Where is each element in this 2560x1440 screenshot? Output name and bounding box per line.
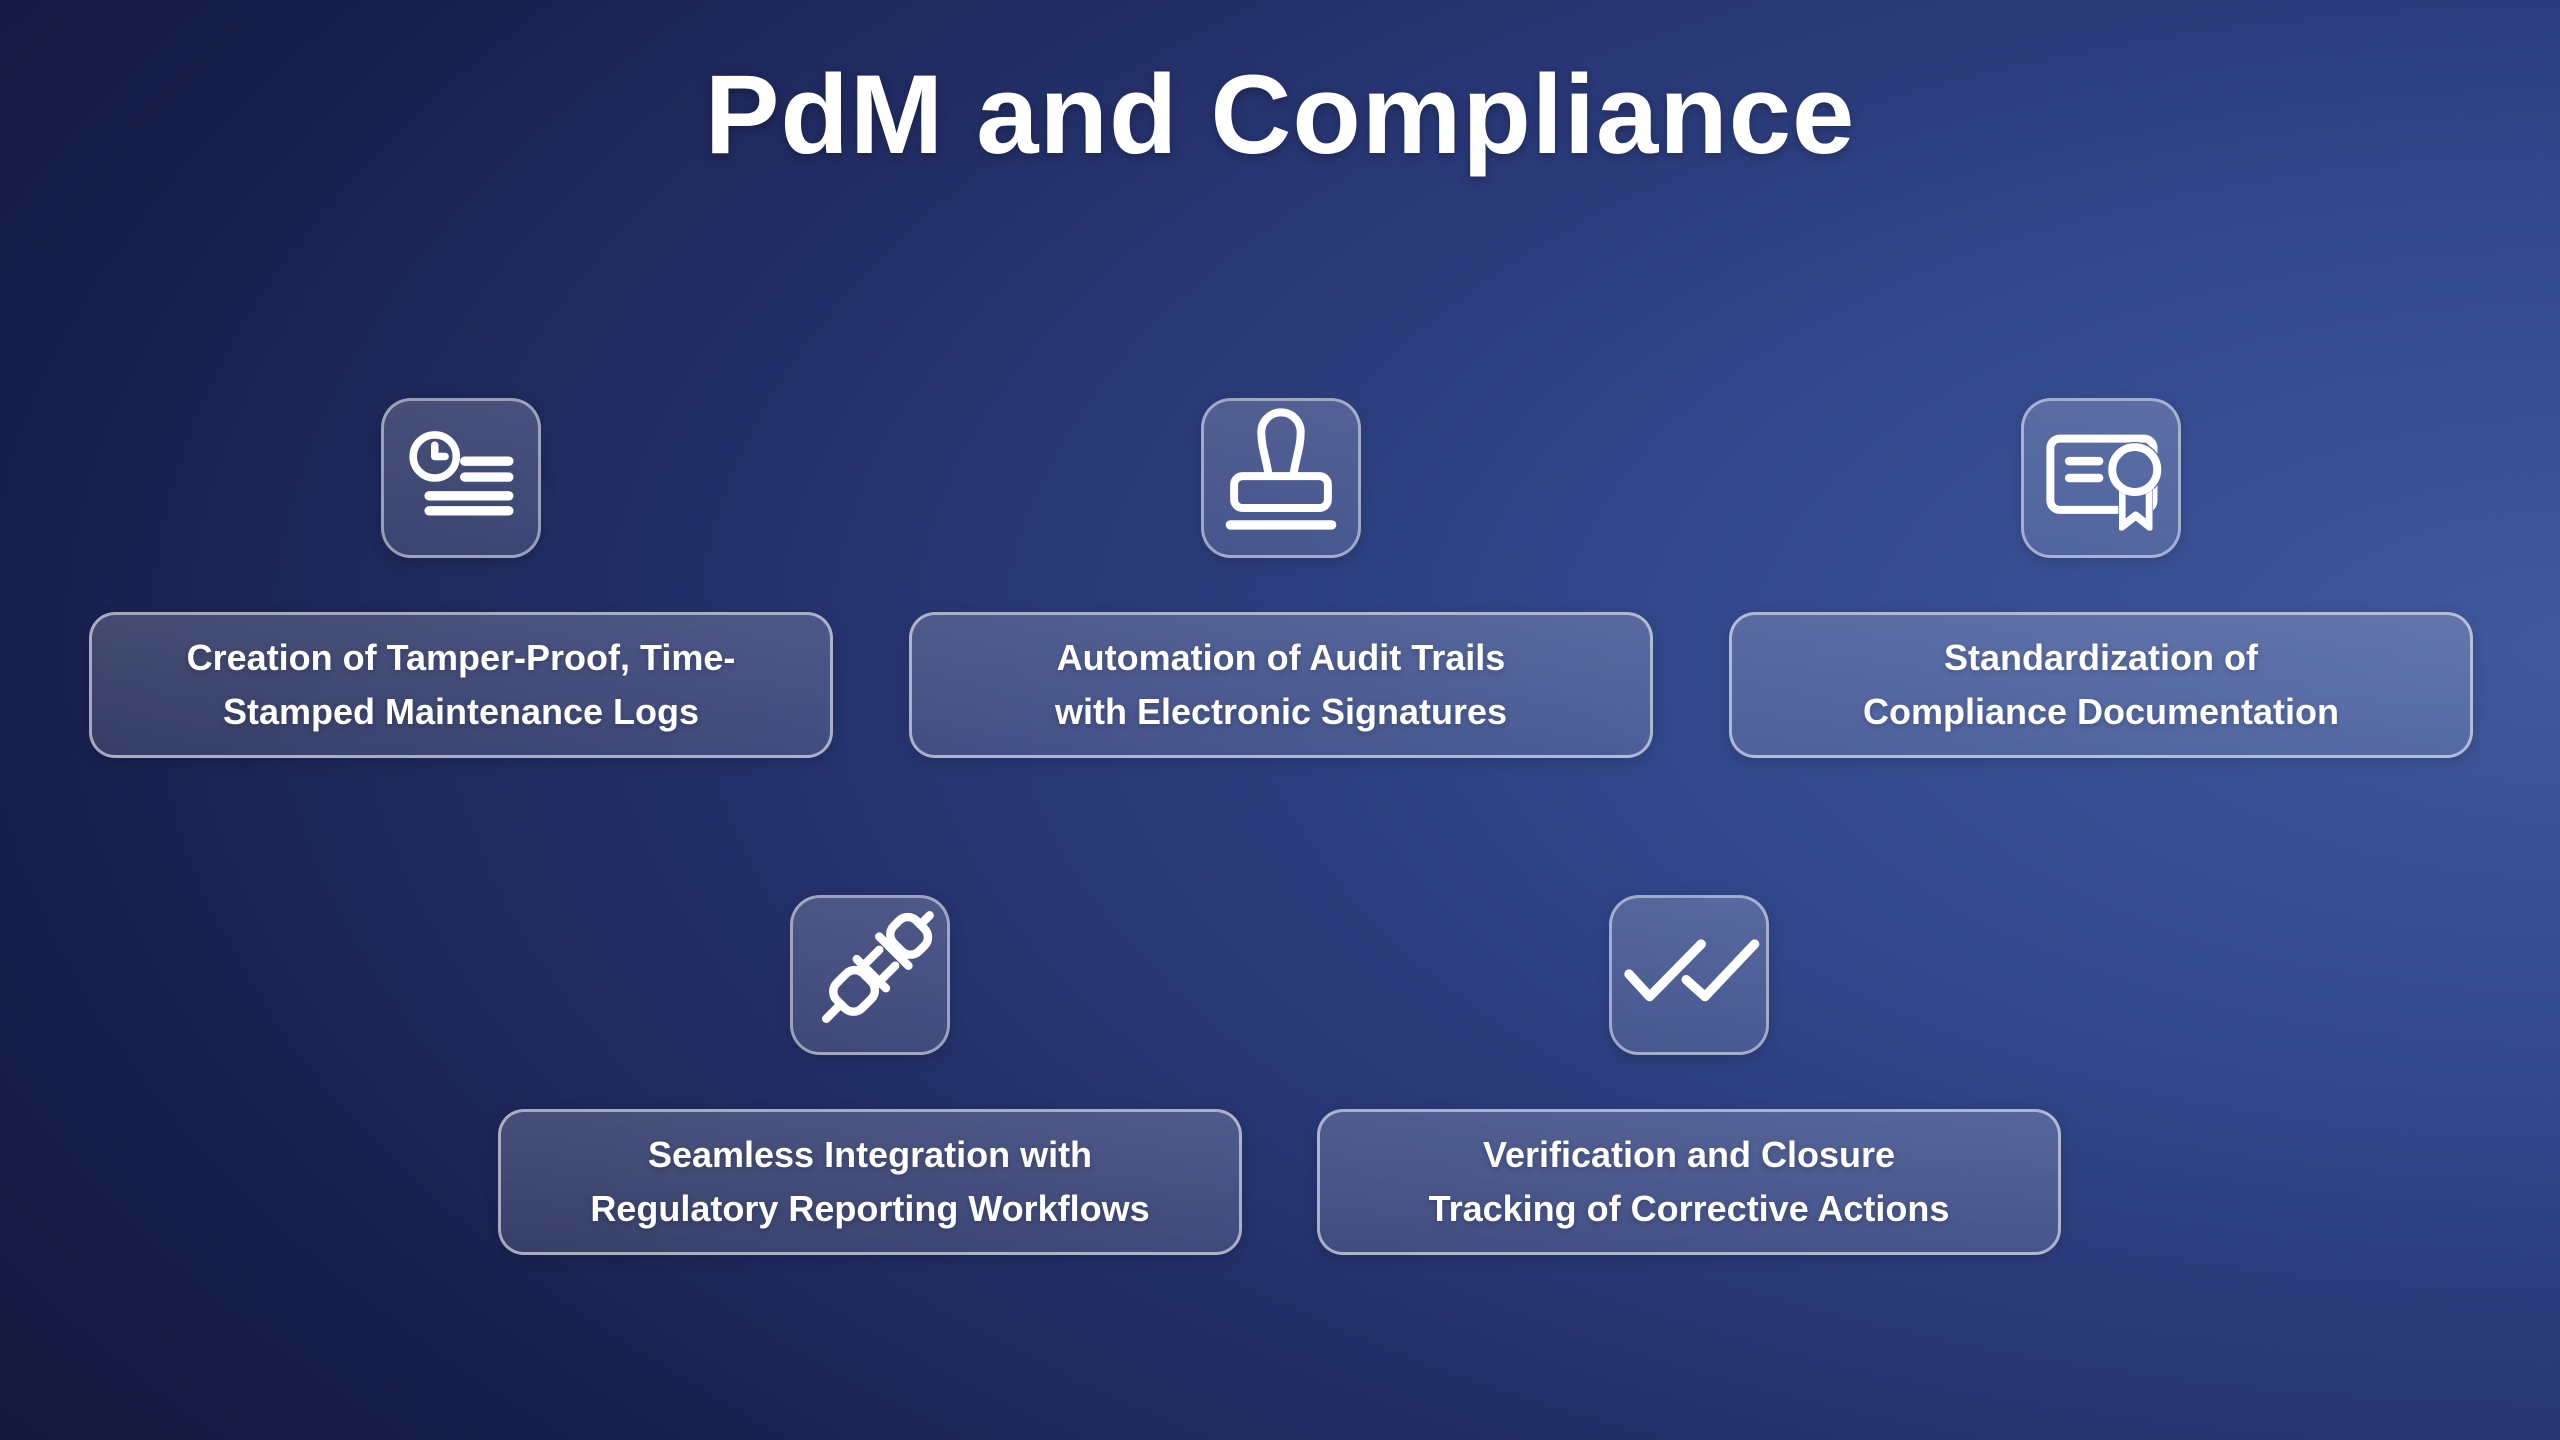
feature-label-box: Verification and Closure Tracking of Cor… — [1317, 1109, 2061, 1255]
page-title: PdM and Compliance — [704, 52, 1856, 177]
certificate-icon — [2046, 434, 2162, 531]
feature-label-box: Creation of Tamper-Proof, Time- Stamped … — [89, 612, 833, 758]
feature-item-audit-trails: Automation of Audit Trails with Electron… — [909, 398, 1653, 758]
plug-integration-icon — [822, 911, 934, 1023]
feature-label: Seamless Integration with Regulatory Rep… — [590, 1134, 1150, 1229]
feature-label: Standardization of Compliance Documentat… — [1862, 637, 2340, 732]
feature-label-box: Automation of Audit Trails with Electron… — [909, 612, 1653, 758]
feature-label-box: Standardization of Compliance Documentat… — [1729, 612, 2473, 758]
icon-tile — [381, 398, 541, 558]
icon-tile — [2021, 398, 2181, 558]
feature-label: Verification and Closure Tracking of Cor… — [1428, 1134, 1950, 1229]
icon-tile — [790, 895, 950, 1055]
feature-label: Creation of Tamper-Proof, Time- Stamped … — [186, 637, 736, 732]
feature-label-box: Seamless Integration with Regulatory Rep… — [498, 1109, 1242, 1255]
clock-log-icon — [409, 431, 514, 516]
double-check-icon — [1624, 939, 1760, 1002]
feature-item-compliance-docs: Standardization of Compliance Documentat… — [1729, 398, 2473, 758]
stamp-icon — [1225, 408, 1337, 530]
icon-tile — [1201, 398, 1361, 558]
feature-item-regulatory-integration: Seamless Integration with Regulatory Rep… — [498, 895, 1242, 1255]
feature-item-corrective-actions: Verification and Closure Tracking of Cor… — [1317, 895, 2061, 1255]
icon-tile — [1609, 895, 1769, 1055]
feature-item-maintenance-logs: Creation of Tamper-Proof, Time- Stamped … — [89, 398, 833, 758]
feature-label: Automation of Audit Trails with Electron… — [1054, 637, 1508, 732]
